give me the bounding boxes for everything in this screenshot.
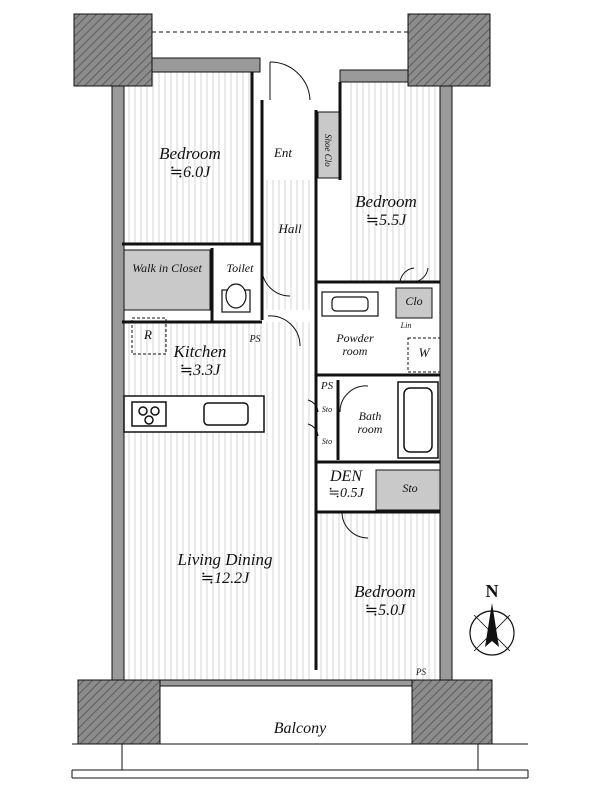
room-kitchen: Kitchen ≒3.3J: [150, 342, 250, 380]
label-bath-room: Bath room: [357, 409, 383, 437]
room-bedroom-se: Bedroom ≒5.0J: [330, 582, 440, 620]
storage-fills: [123, 111, 441, 511]
room-bedroom-nw: Bedroom ≒6.0J: [140, 144, 240, 182]
label-r-box: R: [144, 327, 152, 342]
room-name: Bedroom: [355, 192, 417, 211]
room-area: ≒5.0J: [364, 601, 406, 619]
label-north: N: [485, 581, 499, 601]
label-powder-room: Powder room: [336, 331, 374, 359]
room-name: Bedroom: [159, 144, 221, 163]
balcony-railing: [71, 743, 529, 779]
room-area: ≒12.2J: [200, 569, 250, 587]
label-ps-toilet: PS: [249, 334, 261, 345]
room-area: ≒3.3J: [179, 361, 221, 379]
label-ps-bath: PS: [320, 380, 334, 392]
room-name: Bedroom: [354, 582, 416, 601]
label-ps-bedroom: PS: [416, 667, 426, 677]
room-den: DEN ≒0.5J: [318, 468, 374, 502]
room-living-dining: Living Dining ≒12.2J: [145, 550, 305, 588]
room-area: ≒6.0J: [169, 163, 211, 181]
toilet-fixture: [221, 283, 251, 313]
label-storage: Sto: [402, 481, 418, 495]
label-washer: W: [418, 345, 430, 360]
room-name: DEN: [330, 468, 362, 485]
floor-areas: [122, 72, 440, 682]
label-balcony: Balcony: [273, 720, 327, 737]
label-shoe-closet: Shoe Clo: [322, 133, 333, 167]
room-name: Living Dining: [177, 550, 273, 569]
powder-sink: [321, 291, 379, 317]
door-swings: [261, 61, 429, 539]
label-sto-2: Sto: [321, 437, 333, 446]
room-name: Kitchen: [173, 342, 227, 361]
label-entrance: Ent: [273, 145, 293, 160]
label-toilet: Toilet: [226, 261, 254, 275]
columns: [73, 13, 493, 745]
room-area: ≒5.5J: [365, 211, 407, 229]
label-linen: Lin: [400, 321, 412, 330]
room-area: ≒0.5J: [328, 486, 364, 502]
label-hall: Hall: [278, 221, 302, 236]
interior-walls: [122, 72, 440, 670]
label-walk-in-closet: Walk in Closet: [132, 261, 202, 275]
compass-icon: [469, 603, 515, 656]
label-sto-1: Sto: [321, 405, 333, 414]
kitchen-counter: [123, 395, 265, 433]
room-bedroom-ne: Bedroom ≒5.5J: [336, 192, 436, 230]
label-closet: Clo: [405, 294, 423, 308]
bathtub: [397, 381, 439, 459]
